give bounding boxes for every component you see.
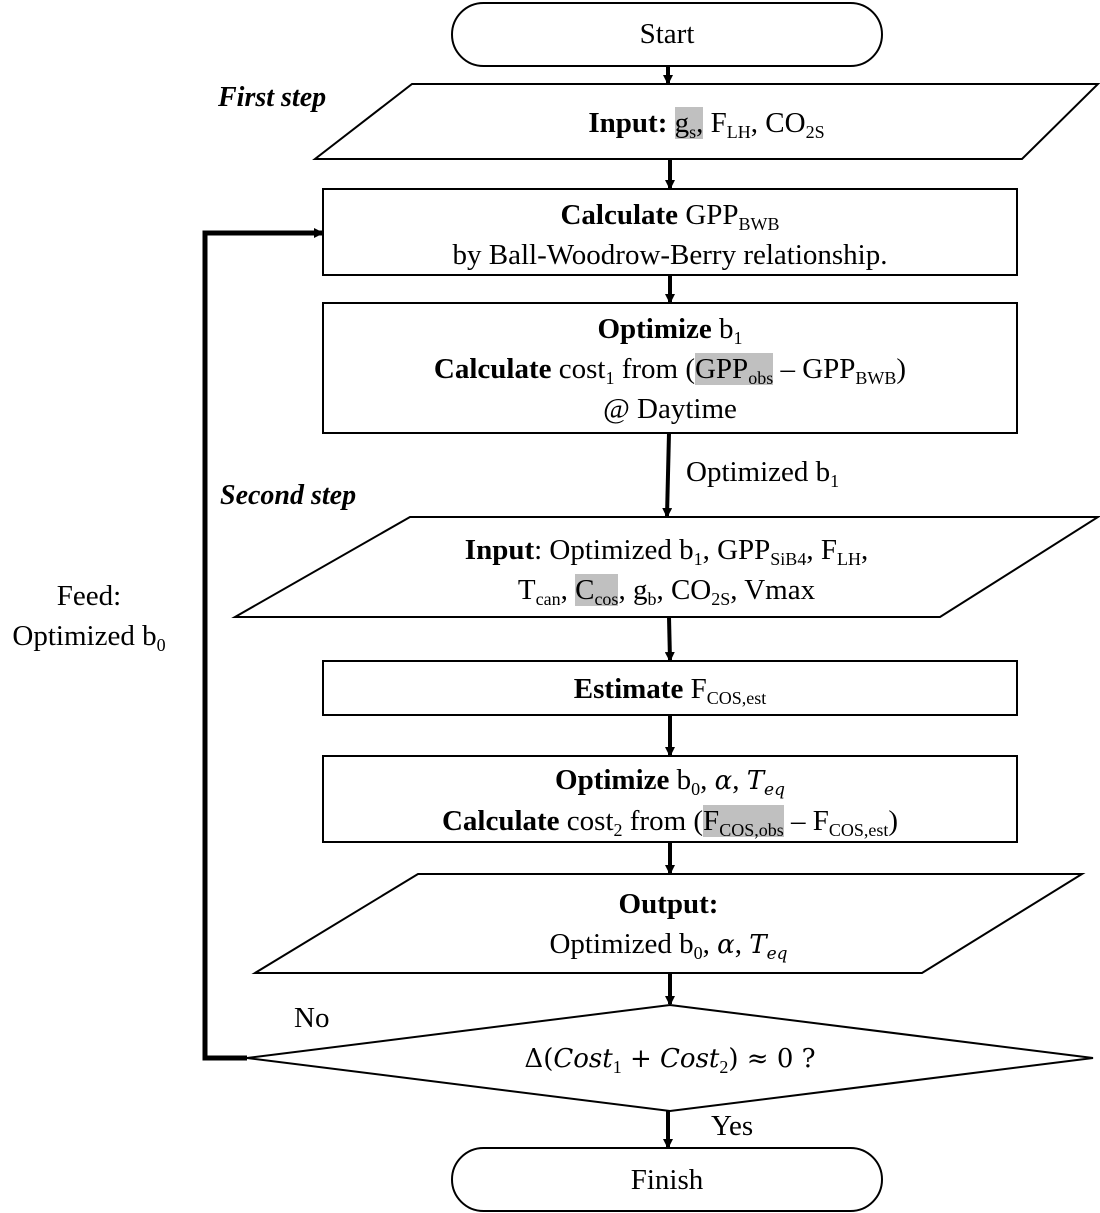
input1-var-co2s: CO2S <box>765 107 825 142</box>
input1-keyword: Input: <box>588 107 668 139</box>
input1-var-flh: FLH, <box>710 107 759 142</box>
first-step-label: First step <box>218 82 327 113</box>
estimate-box <box>322 660 1018 716</box>
input1-label: Input: gs, FLH, CO2S <box>315 103 1098 143</box>
estimate-label: Estimate FCOS,est <box>573 673 767 708</box>
optimize-b0-line2: Calculate cost2 from (FCOS,obs – FCOS,es… <box>441 805 899 840</box>
yes-label: Yes <box>711 1110 754 1142</box>
feed-label: Feed: Optimized b0 <box>12 580 166 655</box>
input2-line1: Input: Optimized b1, GPPSiB4, FLH, <box>464 534 869 569</box>
finish-label: Finish <box>630 1164 704 1196</box>
input2-line2: Tcan, Ccos, gb, CO2S, Vmax <box>517 574 816 609</box>
output-line2: Optimized b0, α, Teq <box>549 928 788 964</box>
ccos-highlight: Ccos <box>575 574 619 609</box>
optimize-b0-label: Optimize b0, α, Teq Calculate cost2 from… <box>323 760 1017 841</box>
calc-gpp-box <box>322 188 1018 276</box>
optimize-b0-line1: Optimize b0, α, Teq <box>555 764 785 800</box>
optimize-b1-label: Optimize b1 Calculate cost1 from (GPPobs… <box>323 309 1017 429</box>
arrow-optimize-b1-to-input2 <box>662 432 673 518</box>
output-label: Output: Optimized b0, α, Teq <box>255 884 1082 965</box>
output-shape <box>251 873 1086 974</box>
input1-shape <box>312 83 1100 160</box>
input1-var-gs: gs, <box>674 107 704 142</box>
start-label: Start <box>639 18 695 50</box>
input2-shape <box>231 516 1100 618</box>
input2-label: Input: Optimized b1, GPPSiB4, FLH, Tcan,… <box>235 530 1098 610</box>
calc-gpp-label: Calculate GPPBWB by Ball-Woodrow-Berry r… <box>323 195 1017 275</box>
second-step-label: Second step <box>220 480 357 511</box>
calc-gpp-line1: Calculate GPPBWB <box>560 199 780 234</box>
fcos-obs-highlight: FCOS,obs <box>703 805 784 840</box>
feedback-loop-arrow <box>202 228 324 1061</box>
optimize-b0-box <box>322 755 1018 843</box>
arrow-label-optimized-b1: Optimized b1 <box>686 456 840 491</box>
optimize-b1-line3: @ Daytime <box>603 393 737 425</box>
no-label: No <box>294 1002 330 1034</box>
decision-label: Δ(Cost1 + Cost2) ≈ 0 ? <box>524 1044 816 1077</box>
gpp-obs-highlight: GPPobs <box>694 353 774 388</box>
calc-gpp-line2: by Ball-Woodrow-Berry relationship. <box>452 239 888 271</box>
optimize-b1-line2: Calculate cost1 from (GPPobs – GPPBWB) <box>433 353 907 388</box>
output-line1: Output: <box>618 888 719 920</box>
optimize-b1-line1: Optimize b1 <box>597 313 743 348</box>
arrow-input2-to-estimate <box>664 616 675 662</box>
